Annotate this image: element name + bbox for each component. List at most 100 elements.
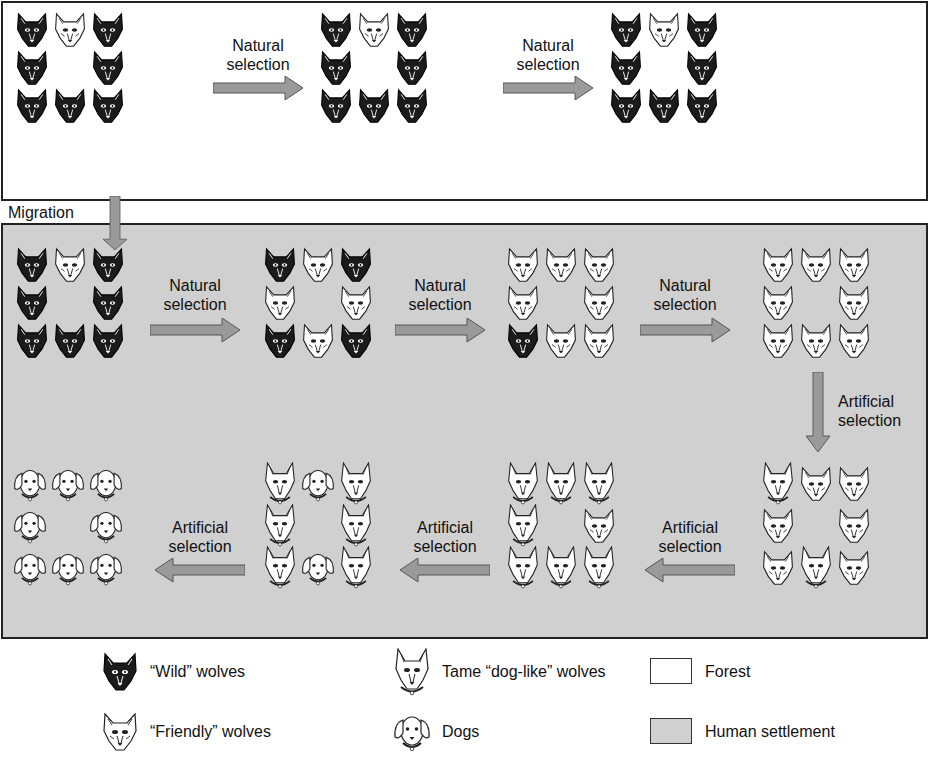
friendly-wolf (304, 325, 333, 357)
step-label: Migration (8, 203, 98, 222)
wolf-group (764, 463, 869, 588)
wild-wolf (688, 90, 717, 122)
friendly-wolf (585, 325, 614, 357)
wild-wolf (612, 52, 641, 84)
friendly-wolf (585, 249, 614, 281)
friendly-wolf (840, 325, 869, 357)
legend-tame-icon (396, 649, 428, 695)
dog (91, 555, 122, 585)
legend-text: Forest (705, 662, 750, 681)
friendly-wolf (764, 287, 793, 319)
step-label: Natural selection (150, 276, 240, 314)
dog (303, 471, 334, 501)
wild-wolf (94, 52, 123, 84)
wolf-group (18, 14, 123, 122)
dog (303, 555, 334, 585)
step-label: Natural selection (640, 276, 730, 314)
selection-arrow (640, 318, 730, 342)
tame-wolf (342, 505, 371, 546)
wild-wolf (342, 249, 371, 281)
selection-arrow (395, 318, 485, 342)
dog (91, 513, 122, 543)
selection-arrow (155, 558, 245, 582)
wild-wolf (94, 287, 123, 319)
selection-arrow (213, 76, 303, 100)
tame-wolf (509, 463, 538, 504)
wolf-group (509, 463, 614, 588)
legend-text: “Wild” wolves (150, 662, 245, 681)
step-label: Artificial selection (400, 518, 490, 556)
legend-dog-icon (395, 717, 429, 751)
wild-wolf (94, 90, 123, 122)
wild-wolf (688, 52, 717, 84)
friendly-wolf (266, 287, 295, 319)
tame-wolf (266, 463, 295, 504)
friendly-wolf (764, 510, 793, 542)
friendly-wolf (840, 510, 869, 542)
selection-arrow (150, 318, 240, 342)
dog (15, 513, 46, 543)
wild-wolf (612, 14, 641, 46)
wild-wolf (18, 52, 47, 84)
settlement-panel (2, 224, 927, 638)
friendly-wolf (509, 249, 538, 281)
friendly-wolf (342, 287, 371, 319)
wild-wolf (18, 249, 47, 281)
legend-friendly-icon (104, 714, 136, 750)
tame-wolf (547, 547, 576, 588)
tame-wolf (585, 547, 614, 588)
step-label: Artificial selection (155, 518, 245, 556)
friendly-wolf (56, 14, 85, 46)
friendly-wolf (840, 552, 869, 584)
wild-wolf (18, 90, 47, 122)
friendly-wolf (547, 249, 576, 281)
wild-wolf (509, 325, 538, 357)
wild-wolf (398, 52, 427, 84)
friendly-wolf (802, 325, 831, 357)
wild-wolf (56, 90, 85, 122)
friendly-wolf (764, 325, 793, 357)
wolf-group (266, 249, 371, 357)
dog-group (15, 471, 122, 585)
tame-wolf (266, 505, 295, 546)
friendly-wolf (840, 287, 869, 319)
wild-wolf (18, 14, 47, 46)
friendly-wolf (509, 287, 538, 319)
migration-arrow (103, 196, 127, 250)
wild-wolf (612, 90, 641, 122)
friendly-wolf (840, 468, 869, 500)
friendly-wolf (802, 468, 831, 500)
legend-text: Human settlement (705, 722, 835, 741)
step-label: Artificial selection (645, 518, 735, 556)
wild-wolf (398, 14, 427, 46)
selection-arrow (645, 558, 735, 582)
step-label: Natural selection (503, 36, 593, 74)
wild-wolf (18, 325, 47, 357)
friendly-wolf (802, 249, 831, 281)
friendly-wolf (56, 249, 85, 281)
wild-wolf (322, 90, 351, 122)
step-label: Natural selection (395, 276, 485, 314)
friendly-wolf (585, 510, 614, 542)
wild-wolf (650, 90, 679, 122)
dog (15, 471, 46, 501)
dog (53, 471, 84, 501)
selection-arrow (400, 558, 490, 582)
friendly-wolf (764, 552, 793, 584)
wild-wolf (18, 287, 47, 319)
forest-panel (2, 2, 927, 200)
wild-wolf (688, 14, 717, 46)
wolf-group (612, 14, 717, 122)
friendly-wolf (650, 14, 679, 46)
dog (91, 471, 122, 501)
step-label: Natural selection (213, 36, 303, 74)
tame-wolf (802, 547, 831, 588)
tame-wolf (266, 547, 295, 588)
wild-wolf (266, 249, 295, 281)
tame-wolf (509, 505, 538, 546)
friendly-wolf (360, 14, 389, 46)
friendly-wolf (547, 325, 576, 357)
dog (15, 555, 46, 585)
wolf-group (764, 249, 869, 357)
legend-wild-icon (104, 654, 136, 690)
